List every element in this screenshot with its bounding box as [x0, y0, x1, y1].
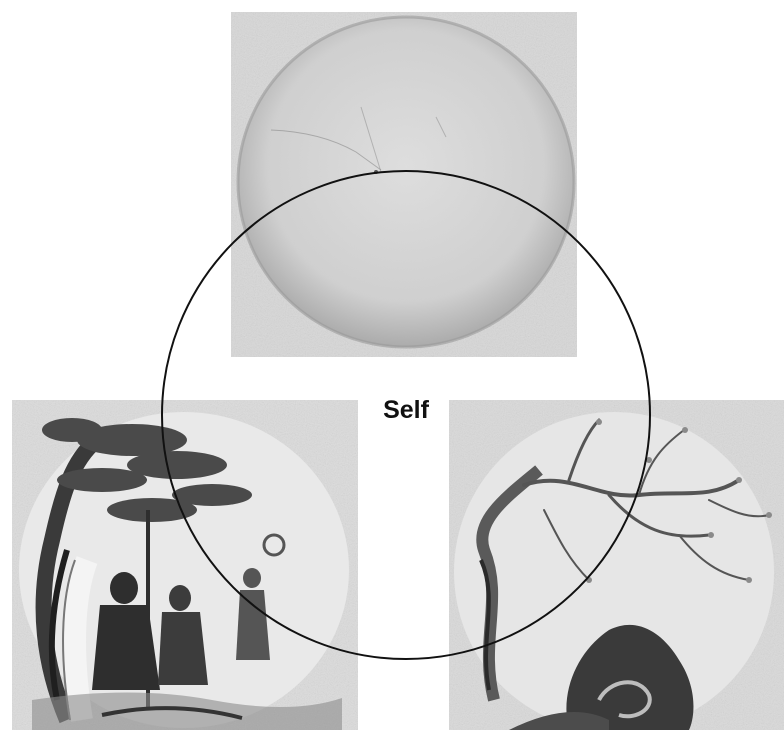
self-label: Self	[356, 396, 456, 425]
